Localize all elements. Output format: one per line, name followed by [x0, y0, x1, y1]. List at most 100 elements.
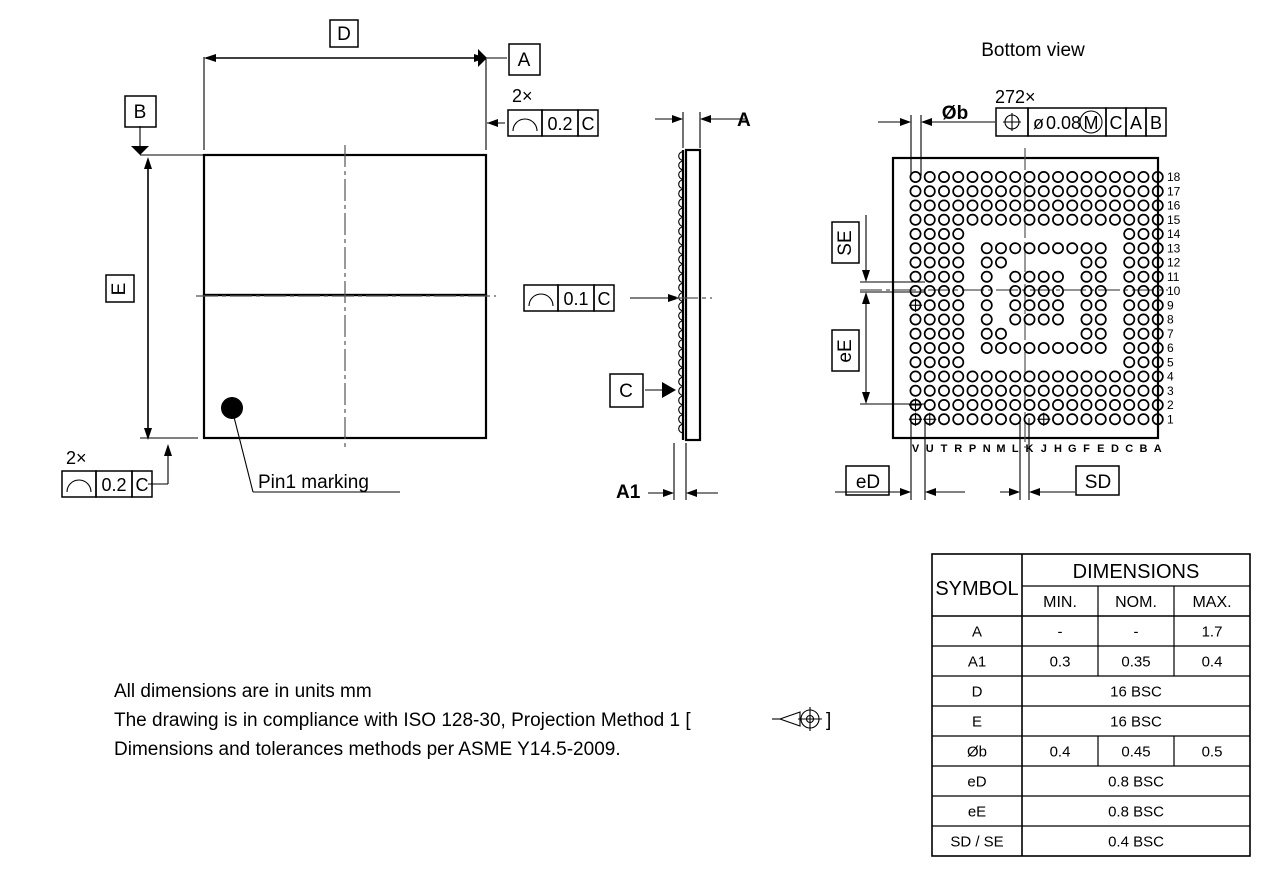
solder-ball	[952, 327, 965, 340]
top-view-group	[131, 49, 507, 493]
side-view-solder-ball	[678, 235, 684, 246]
solder-ball	[938, 213, 950, 226]
solder-ball	[966, 185, 979, 198]
solder-ball	[966, 413, 979, 426]
mmc-modifier-circle	[1079, 110, 1103, 134]
solder-ball	[980, 299, 993, 312]
side-view-solder-ball	[678, 301, 684, 312]
row-label: 8	[1167, 313, 1174, 327]
solder-ball	[909, 213, 922, 226]
datum-c-label: C	[619, 381, 633, 402]
solder-ball	[952, 342, 965, 354]
solder-ball	[1037, 399, 1050, 411]
solder-ball	[1137, 199, 1150, 212]
column-label: B	[1140, 443, 1148, 455]
side-view-solder-ball	[678, 179, 684, 190]
column-label: L	[1012, 443, 1019, 455]
solder-ball	[952, 285, 965, 297]
solder-ball	[938, 256, 950, 269]
solder-ball	[938, 399, 950, 411]
solder-ball	[952, 185, 965, 198]
table-header-dimensions: DIMENSIONS	[1073, 561, 1200, 583]
position-symbol-icon	[1003, 113, 1021, 131]
solder-ball	[909, 256, 922, 269]
solder-ball	[1123, 228, 1136, 240]
solder-ball	[980, 285, 993, 297]
solder-ball	[1066, 242, 1079, 255]
side-view-solder-ball	[678, 216, 684, 227]
side-view-solder-ball	[678, 292, 684, 302]
solder-ball	[995, 342, 1007, 354]
solder-ball	[1094, 342, 1107, 354]
solder-ball	[938, 285, 950, 297]
solder-ball	[1123, 413, 1136, 426]
solder-ball	[1109, 213, 1121, 226]
solder-ball	[1052, 213, 1064, 226]
solder-ball	[1151, 242, 1164, 255]
row-label: 15	[1167, 213, 1181, 227]
solder-ball	[1080, 413, 1093, 426]
solder-ball	[1151, 399, 1164, 411]
top-tol-multiplier: 2×	[512, 86, 533, 106]
solder-ball	[995, 242, 1007, 255]
solder-ball	[1080, 299, 1093, 312]
solder-ball	[1037, 342, 1050, 354]
solder-ball	[1023, 242, 1036, 255]
solder-ball	[1080, 399, 1093, 411]
datum-c-box	[609, 373, 644, 408]
solder-ball	[1023, 384, 1036, 397]
solder-ball	[1151, 356, 1164, 369]
solder-ball	[909, 242, 922, 255]
sd-arrow-right	[1029, 488, 1040, 496]
table-cell-value-span: 0.8 BSC	[1108, 804, 1164, 821]
table-cell-value: 0.45	[1121, 744, 1150, 761]
top-tol-value: 0.2	[547, 114, 572, 134]
solder-ball	[995, 384, 1007, 397]
solder-ball	[1066, 399, 1079, 411]
profile-surface-icon	[512, 118, 538, 132]
solder-ball	[1009, 171, 1022, 183]
dim-e-label: E	[109, 283, 130, 296]
solder-ball	[1094, 171, 1107, 183]
side-view-solder-ball	[678, 226, 684, 237]
solder-ball	[1023, 171, 1036, 183]
solder-ball	[1094, 213, 1107, 226]
solder-ball	[1109, 171, 1121, 183]
table-cell-symbol: Øb	[967, 744, 987, 761]
pin1-marking-label: Pin1 marking	[258, 472, 369, 493]
row-label: 7	[1167, 327, 1174, 341]
solder-ball	[1023, 370, 1036, 383]
side-view-solder-ball	[678, 404, 684, 415]
fcf-frame-datum-b	[1145, 107, 1167, 137]
solder-ball	[1094, 242, 1107, 255]
solder-ball	[1052, 199, 1064, 212]
solder-ball	[1023, 270, 1036, 283]
solder-ball	[1123, 384, 1136, 397]
solder-ball	[938, 171, 950, 183]
side-tol-frame-dat	[593, 284, 615, 312]
solder-ball	[952, 256, 965, 269]
solder-ball	[1123, 185, 1136, 198]
column-label: K	[1026, 443, 1034, 455]
solder-ball	[1137, 256, 1150, 269]
bottom-tol-arrow	[164, 444, 172, 456]
side-view-group	[630, 112, 745, 500]
solder-ball	[1151, 285, 1164, 297]
solder-ball	[1009, 270, 1022, 283]
solder-ball	[1151, 228, 1164, 240]
solder-ball	[1009, 185, 1022, 198]
solder-ball	[1080, 185, 1093, 198]
profile-surface-icon-3	[528, 293, 554, 307]
se-arrow	[862, 270, 870, 282]
solder-ball	[1123, 199, 1136, 212]
solder-ball	[1080, 242, 1093, 255]
bottom-tol-value: 0.2	[101, 475, 126, 495]
solder-ball	[1137, 313, 1150, 326]
datum-b-box	[124, 95, 157, 128]
column-label: F	[1083, 443, 1090, 455]
solder-ball	[1052, 171, 1064, 183]
solder-ball	[1052, 399, 1064, 411]
